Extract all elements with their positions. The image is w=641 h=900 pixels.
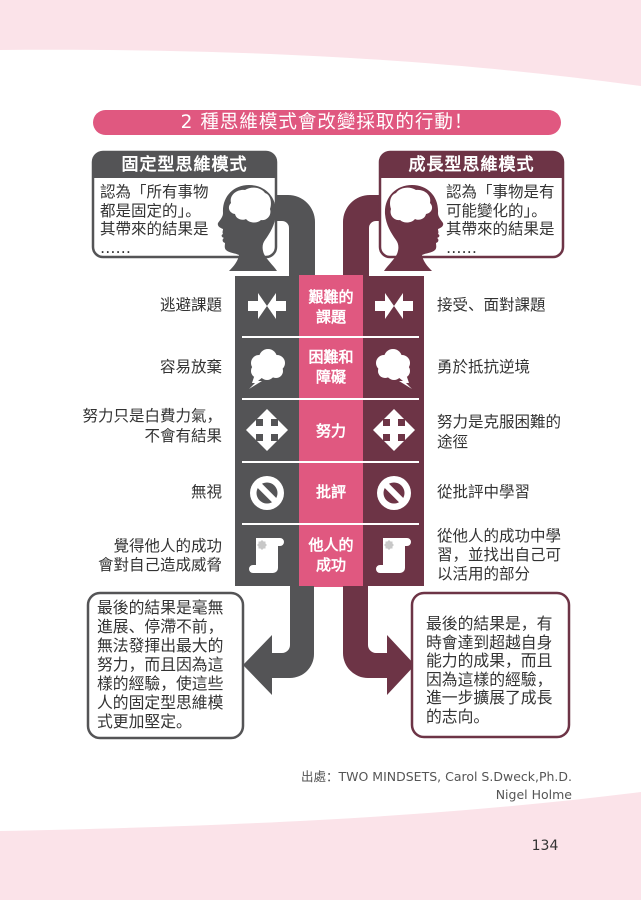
growth-mindset-heading: 成長型思維模式 bbox=[408, 155, 535, 175]
row-dividers bbox=[242, 336, 419, 525]
topic-label-5: 他人的 成功 bbox=[308, 536, 354, 574]
inward-arrows-icon bbox=[372, 284, 416, 328]
fixed-reaction-3: 努力只是白費力氣， 不會有結果 bbox=[82, 407, 222, 445]
source-citation: 出處：TWO MINDSETS, Carol S.Dweck,Ph.D. Nig… bbox=[300, 769, 572, 802]
fixed-top-arch bbox=[270, 195, 315, 282]
topic-label-4: 批評 bbox=[315, 483, 346, 501]
fixed-result-text: 最後的結果是毫無 進展、停滯不前， 無法發揮出最大的 努力，而且因為這 樣的經驗… bbox=[97, 598, 224, 731]
topic-label-3: 努力 bbox=[315, 422, 346, 440]
fixed-result-arrow bbox=[243, 586, 314, 695]
prohibition-icon bbox=[245, 471, 289, 515]
growth-result-box bbox=[410, 591, 571, 739]
topic-label-1: 艱難的 課題 bbox=[308, 288, 354, 326]
scroll-icon bbox=[372, 533, 416, 577]
fixed-reaction-1: 逃避課題 bbox=[159, 296, 222, 314]
storm-cloud-icon bbox=[245, 346, 289, 390]
inward-arrows-icon bbox=[245, 284, 289, 328]
fixed-head-silhouette-icon bbox=[217, 185, 277, 271]
prohibition-icon bbox=[372, 471, 416, 515]
bottom-wave bbox=[0, 792, 641, 900]
top-wave bbox=[0, 0, 641, 86]
growth-reaction-5: 從他人的成功中學 習，並找出自己可 以活用的部分 bbox=[437, 527, 562, 583]
storm-cloud-icon bbox=[372, 346, 416, 390]
growth-top-arch bbox=[343, 195, 386, 282]
fixed-result-box bbox=[86, 591, 245, 740]
page-title: 2 種思維模式會改變採取的行動！ bbox=[93, 110, 561, 135]
scroll-icon bbox=[245, 533, 289, 577]
growth-reaction-1: 接受、面對課題 bbox=[437, 296, 546, 314]
growth-reaction-2: 勇於抵抗逆境 bbox=[437, 358, 531, 376]
fixed-reaction-5: 覺得他人的成功 會對自己造成威脅 bbox=[97, 537, 222, 574]
growth-reaction-4: 從批評中學習 bbox=[437, 483, 531, 501]
four-way-arrows-icon bbox=[372, 408, 416, 452]
page-number: 134 bbox=[531, 838, 559, 854]
growth-result-text: 最後的結果是，有 時會達到超越自身 能力的成果，而且 因為這樣的經驗， 進一步擴… bbox=[426, 614, 553, 726]
fixed-reaction-2: 容易放棄 bbox=[159, 358, 222, 376]
topic-label-2: 困難和 障礙 bbox=[308, 348, 354, 386]
fixed-mindset-heading: 固定型思維模式 bbox=[121, 155, 248, 175]
fixed-belief-text: 認為「所有事物 都是固定的」。 其帶來的結果是 …… bbox=[100, 183, 209, 258]
fixed-reaction-4: 無視 bbox=[190, 483, 222, 501]
growth-head-silhouette-icon bbox=[384, 185, 444, 271]
growth-reaction-3: 努力是克服困難的 途徑 bbox=[437, 413, 562, 451]
growth-result-arrow bbox=[343, 586, 415, 695]
four-way-arrows-icon bbox=[245, 408, 289, 452]
topic-column bbox=[299, 275, 363, 587]
growth-belief-text: 認為「事物是有 可能變化的」。 其帶來的結果是 …… bbox=[446, 183, 555, 258]
